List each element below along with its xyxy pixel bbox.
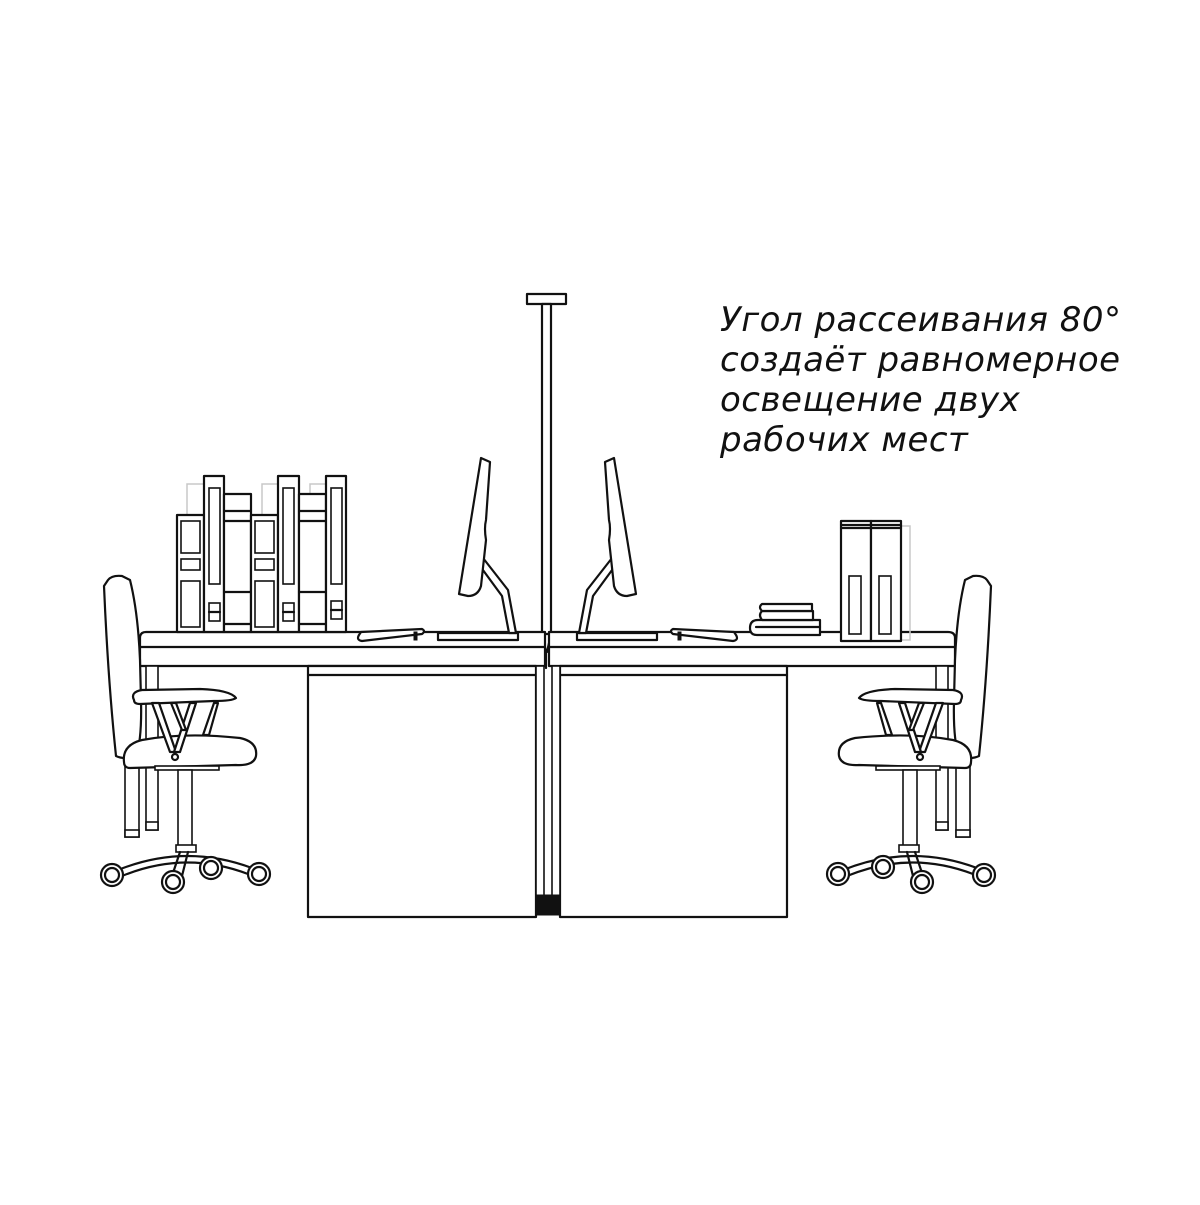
right-mouse-cable [677,631,682,641]
left-chair-caster-inner [103,866,121,884]
right-chair [825,574,997,895]
left-chair-rear-post [124,764,140,838]
left-chair-base-arc [116,854,254,872]
left-chair-backrest [102,574,143,760]
right-chair-caster-inner [913,873,931,891]
binder-label [180,558,201,571]
left-chair-pivot [170,752,180,762]
right-chair-caster-inner [874,858,892,876]
left-chair-seat [122,734,258,770]
center-support-foot [535,894,561,916]
right-chair-arm-support [907,701,926,732]
binder-label [254,580,275,628]
left-chair-column-base [175,844,197,853]
right-chair-column [902,769,918,847]
right-chair-armrest [857,687,964,706]
left-monitor-arm [478,556,518,635]
binder-label [878,575,892,635]
binder-label [254,520,275,554]
right-monitor-base [575,631,659,642]
left-chair-armrest [131,687,238,706]
left-binders [175,474,348,634]
caption-line-1: Угол рассеивания 80° [720,300,1122,340]
left-chair [99,574,272,895]
left-chair-caster-inner [250,865,268,883]
center-support-left [535,665,545,897]
book [758,609,815,622]
left-desk-pedestal [306,664,538,919]
binder-label [282,487,295,585]
caption-line-4: рабочих мест [720,420,969,460]
right-monitor-arm [577,556,617,635]
center-support-right [551,665,561,897]
book [758,602,814,613]
binder-label [180,580,201,628]
binder [222,492,253,634]
left-desk-foot [145,821,159,831]
right-binders [839,519,911,643]
binder-label [208,487,221,585]
right-desk-pedestal [558,664,789,919]
caption-line-2: создаёт равномерное [720,340,1121,380]
right-desk-foot [935,821,949,831]
right-chair-rear-post [955,764,971,838]
right-chair-seat [837,734,973,770]
right-chair-rear-post-foot [955,829,971,838]
left-chair-arm-support [201,701,220,737]
right-chair-column-base [898,844,920,853]
lamp-pole [540,302,553,636]
left-chair-rear-post-foot [124,829,140,838]
center-support [535,665,561,916]
right-chair-backrest [952,574,993,760]
left-monitor [436,456,520,642]
binder-label [848,575,862,635]
lamp-head [525,292,568,306]
left-monitor-screen [457,456,492,598]
right-keyboard [669,627,739,643]
caption-line-3: освещение двух [720,380,1021,420]
book-stack [748,602,822,637]
binder-label [330,487,343,585]
right-chair-base-arc [841,854,979,872]
binder [297,492,328,634]
right-keyboard-body [669,627,739,643]
left-mouse-cable [413,631,418,641]
lamp [525,292,568,670]
left-monitor-base [436,631,520,642]
left-chair-column [177,769,193,847]
right-desk [547,630,957,919]
left-chair-caster-inner [164,873,182,891]
left-keyboard [356,627,426,643]
right-chair-caster-inner [829,865,847,883]
binder-label [180,520,201,554]
binder-label [254,558,275,571]
right-chair-arm-support [875,701,894,737]
right-chair-caster-inner [975,866,993,884]
caption: Угол рассеивания 80° создаёт равномерное… [720,300,1180,460]
left-chair-caster-inner [202,859,220,877]
right-monitor [575,456,659,642]
right-monitor-screen [603,456,638,598]
left-keyboard-body [356,627,426,643]
left-chair-arm-support [169,701,188,732]
right-chair-pivot [915,752,925,762]
